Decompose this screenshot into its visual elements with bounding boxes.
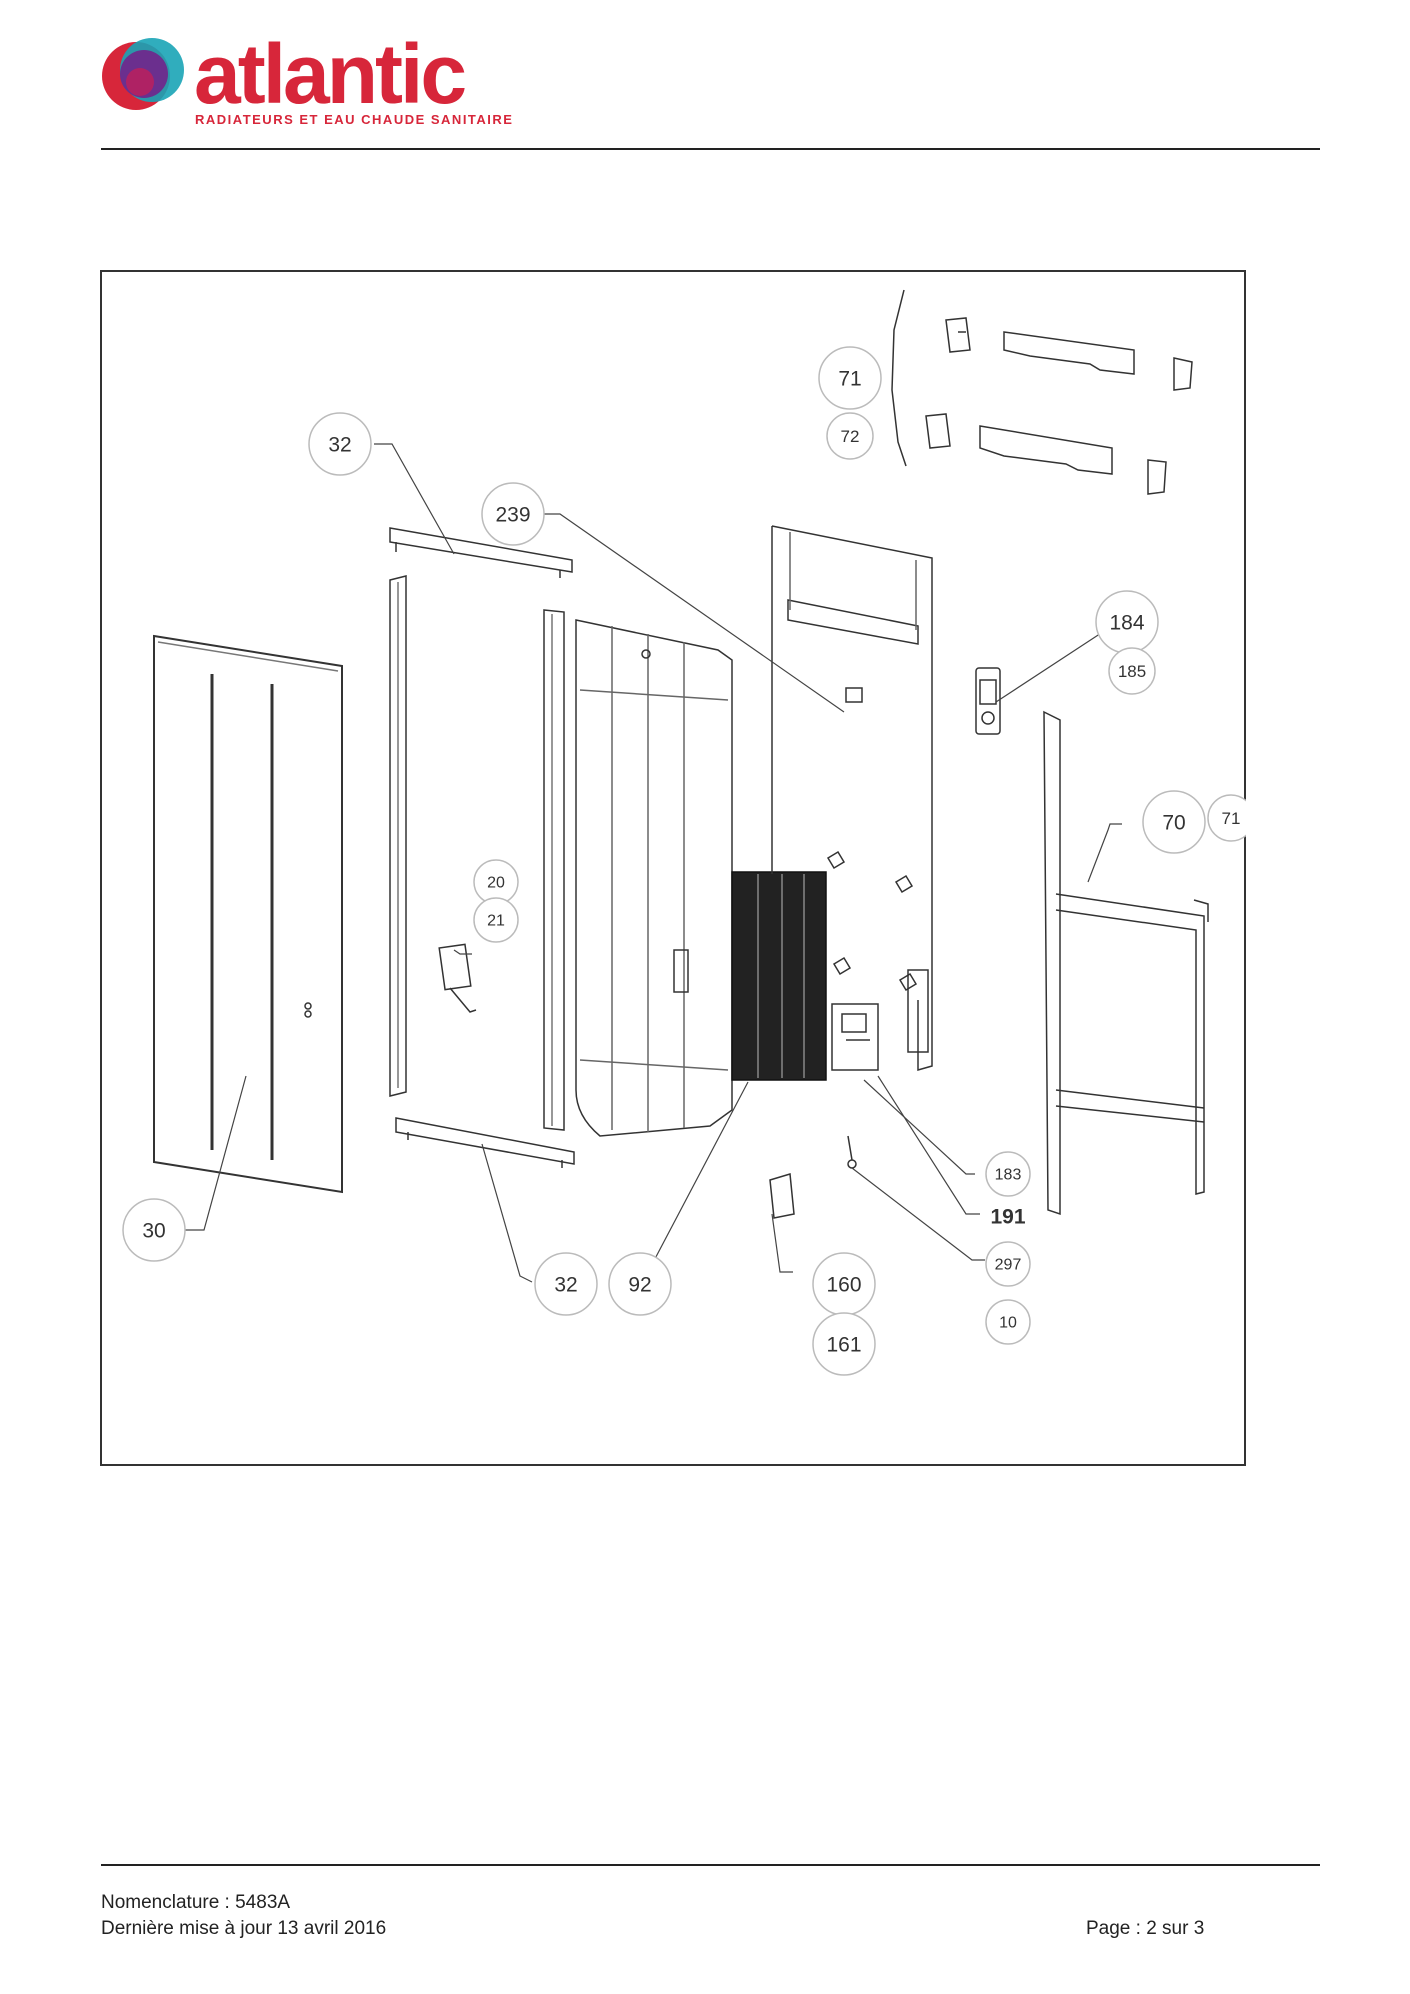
callout-circle [308, 412, 372, 476]
callout-circle [1207, 794, 1246, 842]
callout-label: 185 [1118, 662, 1146, 681]
wall-bracket-part [1043, 710, 1209, 1216]
callout-label: 191 [990, 1205, 1025, 1228]
callout-circle [812, 1312, 876, 1376]
callout-label: 161 [826, 1333, 861, 1356]
callout-circle [826, 412, 874, 460]
callout-label: 21 [487, 913, 505, 930]
callout-circle [1142, 790, 1206, 854]
left-side-strip-part [389, 575, 407, 1097]
callout-71-top: 71 [818, 346, 882, 410]
leader-lines [185, 443, 1131, 1283]
callout-label: 32 [328, 433, 351, 456]
callout-label: 92 [628, 1273, 651, 1296]
brand-wordmark: atlantic [194, 27, 467, 121]
callout-185: 185 [1108, 647, 1156, 695]
callout-184: 184 [1095, 590, 1159, 654]
callout-circle [473, 897, 519, 943]
callout-label: 160 [826, 1273, 861, 1296]
mounting-brackets-part [891, 289, 1193, 495]
atlantic-logo-icon [102, 38, 184, 110]
callout-circle [481, 482, 545, 546]
callout-183: 183 [985, 1151, 1031, 1197]
header-divider [101, 148, 1320, 150]
callout-161: 161 [812, 1312, 876, 1376]
callout-label: 32 [554, 1273, 577, 1296]
callout-297: 297 [985, 1241, 1031, 1287]
callout-239: 239 [481, 482, 545, 546]
switch-part [769, 1173, 795, 1219]
callout-label: 183 [995, 1167, 1022, 1184]
callout-label: 71 [838, 367, 861, 390]
callout-circle [985, 1299, 1031, 1345]
exploded-view-diagram: 71 72 32 239 184 185 70 71 20 21 183 191 30 32 92 160 16… [122, 289, 1246, 1376]
callout-circle [122, 1198, 186, 1262]
callout-92: 92 [608, 1252, 672, 1316]
bottom-trim-part [395, 1117, 575, 1168]
side-rail-part [543, 609, 565, 1131]
callout-label: 30 [142, 1219, 165, 1242]
callout-20: 20 [473, 859, 519, 905]
callout-191: 191 [990, 1205, 1025, 1228]
callout-label: 72 [841, 427, 860, 446]
sensor-part [847, 1135, 857, 1169]
callout-label: 20 [487, 875, 505, 892]
callout-72: 72 [826, 412, 874, 460]
callout-label: 184 [1109, 611, 1144, 634]
callout-10: 10 [985, 1299, 1031, 1345]
callout-30: 30 [122, 1198, 186, 1262]
callout-32-top: 32 [308, 412, 372, 476]
callout-label: 297 [995, 1257, 1022, 1274]
brand-logo: atlantic RADIATEURS ET EAU CHAUDE SANITA… [100, 27, 520, 130]
callout-70: 70 [1142, 790, 1206, 854]
brand-tagline: RADIATEURS ET EAU CHAUDE SANITAIRE [195, 112, 514, 127]
front-panel-part [153, 634, 343, 1194]
top-trim-part [389, 527, 573, 578]
callout-circle [608, 1252, 672, 1316]
diagram-frame [100, 270, 1246, 1466]
back-frame-part [771, 525, 933, 1071]
callout-label: 10 [999, 1315, 1017, 1332]
callout-160: 160 [812, 1252, 876, 1316]
page-number: Page : 2 sur 3 [1086, 1918, 1205, 1939]
callout-circle [818, 346, 882, 410]
control-panel-part [975, 667, 1001, 735]
callout-label: 71 [1222, 809, 1241, 828]
callout-label: 70 [1162, 811, 1185, 834]
callout-circle [985, 1151, 1031, 1197]
callout-circle [985, 1241, 1031, 1287]
callout-71-right: 71 [1207, 794, 1246, 842]
last-updated-text: Dernière mise à jour 13 avril 2016 [101, 1918, 387, 1939]
callout-circle [534, 1252, 598, 1316]
thermostat-block-part [831, 1003, 879, 1071]
nomenclature-text: Nomenclature : 5483A [101, 1892, 291, 1913]
callout-32-bottom: 32 [534, 1252, 598, 1316]
controller-module-part [438, 943, 477, 1013]
callout-21: 21 [473, 897, 519, 943]
front-casing-part [575, 619, 733, 1137]
heating-element-part [731, 871, 827, 1081]
callout-circle [1108, 647, 1156, 695]
callout-label: 239 [495, 503, 530, 526]
footer-divider [101, 1864, 1320, 1866]
